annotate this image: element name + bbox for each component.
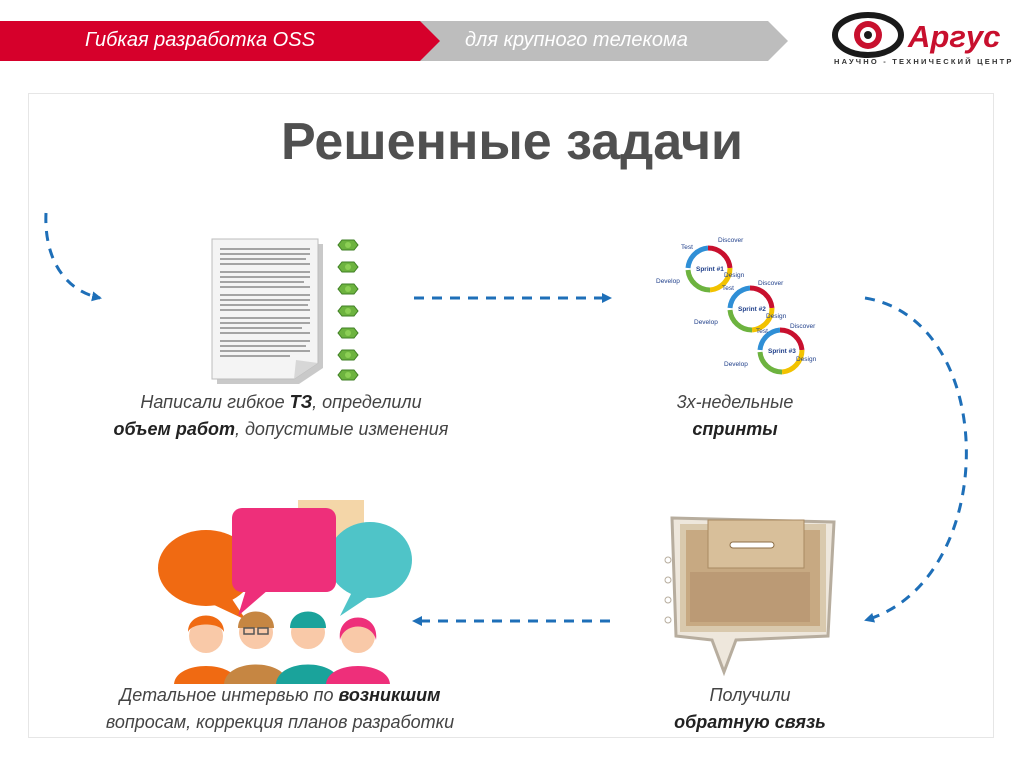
content-panel bbox=[28, 93, 994, 738]
cycle-label-develop: Develop bbox=[656, 278, 680, 285]
banner-title: Гибкая разработка OSS bbox=[85, 29, 315, 51]
step-sprints-caption: 3х-недельные спринты bbox=[676, 392, 794, 439]
eye-logo-icon bbox=[832, 12, 904, 58]
cycle-label-test-2: Test bbox=[722, 285, 734, 292]
sprint-label-3: Sprint #3 bbox=[768, 348, 796, 355]
header-banner-gray bbox=[420, 21, 788, 61]
step-feedback-caption: Получили обратную связь bbox=[674, 685, 826, 732]
header-banner-red bbox=[0, 21, 445, 61]
logo-subtitle: НАУЧНО - ТЕХНИЧЕСКИЙ ЦЕНТР bbox=[834, 57, 1014, 66]
cycle-label-develop-3: Develop bbox=[724, 361, 748, 368]
cycle-label-discover-3: Discover bbox=[790, 323, 816, 330]
cycle-label-design-3: Design bbox=[796, 356, 817, 363]
cycle-label-develop-2: Develop bbox=[694, 319, 718, 326]
cycle-label-discover-2: Discover bbox=[758, 280, 784, 287]
cycle-label-test-3: Test bbox=[756, 328, 768, 335]
sprint-label-1: Sprint #1 bbox=[696, 266, 724, 273]
banner-subtitle: для крупного телекома bbox=[465, 29, 688, 51]
cycle-label-test: Test bbox=[681, 244, 693, 251]
step-interview-caption: Детальное интервью по возникшим вопросам… bbox=[105, 685, 455, 732]
sprint-label-2: Sprint #2 bbox=[738, 306, 766, 313]
cycle-label-design-2: Design bbox=[766, 313, 787, 320]
step-spec-caption: Написали гибкое ТЗ, определили объем раб… bbox=[113, 392, 449, 439]
cycle-label-discover: Discover bbox=[718, 237, 744, 244]
cycle-label-design: Design bbox=[724, 272, 745, 279]
slide-title: Решенные задачи bbox=[280, 113, 744, 171]
logo-wordmark: Аргус bbox=[908, 19, 1001, 54]
